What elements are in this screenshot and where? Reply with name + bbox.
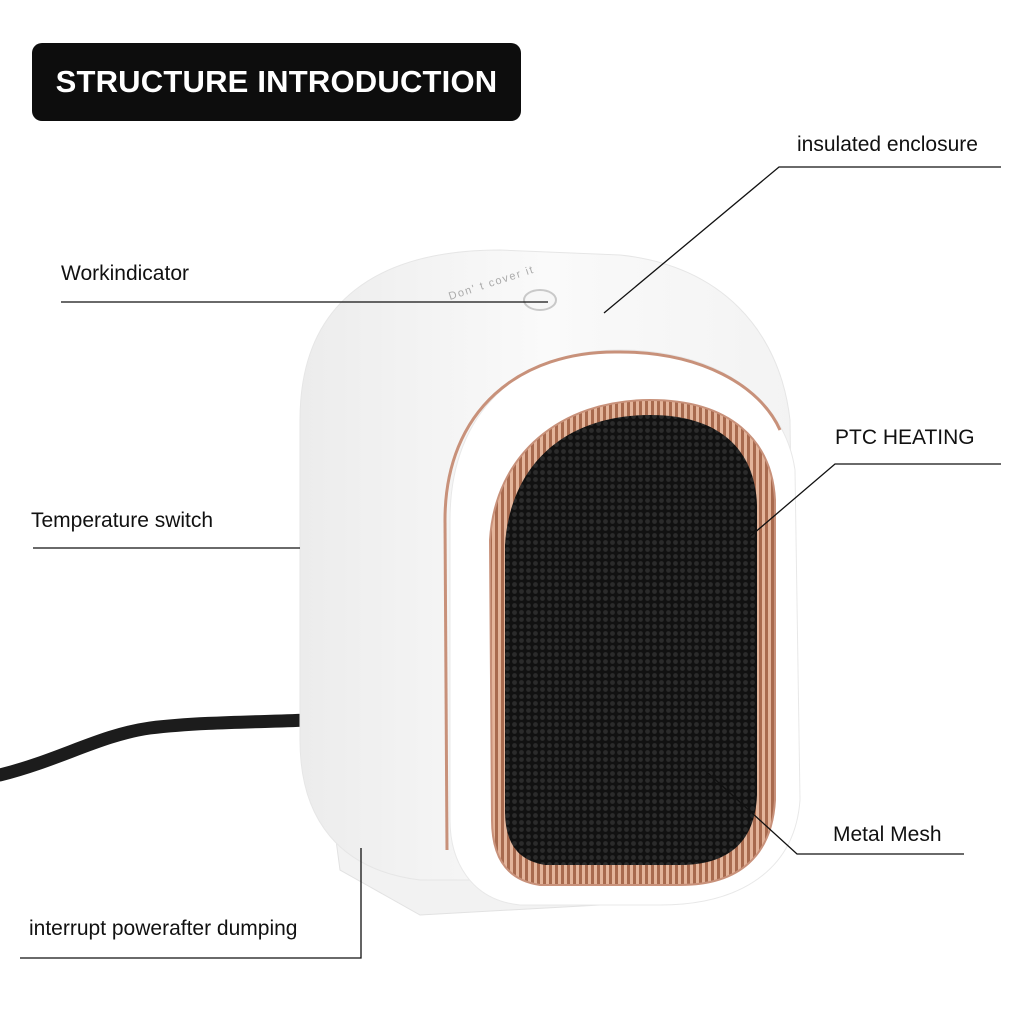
callout-line-metal-mesh <box>707 772 964 855</box>
label-interrupt-power: interrupt powerafter dumping <box>29 917 298 940</box>
title-banner: STRUCTURE INTRODUCTION <box>32 43 521 121</box>
label-temperature-switch: Temperature switch <box>31 509 214 532</box>
label-ptc-heating: PTC HEATING <box>835 426 975 449</box>
label-insulated-enclosure: insulated enclosure <box>797 133 978 156</box>
rose-gold-trim <box>443 350 782 521</box>
label-workindicator: Workindicator <box>61 262 189 285</box>
work-indicator-light <box>523 289 557 311</box>
metal-mesh-grille <box>505 415 757 865</box>
page-title: STRUCTURE INTRODUCTION <box>55 64 498 99</box>
power-cord <box>0 713 317 782</box>
callout-line-ptc-heating <box>745 463 1001 541</box>
callout-line-interrupt-power <box>20 848 362 959</box>
label-metal-mesh: Metal Mesh <box>833 823 942 846</box>
callout-line-insulated-enclosure <box>603 166 1001 314</box>
